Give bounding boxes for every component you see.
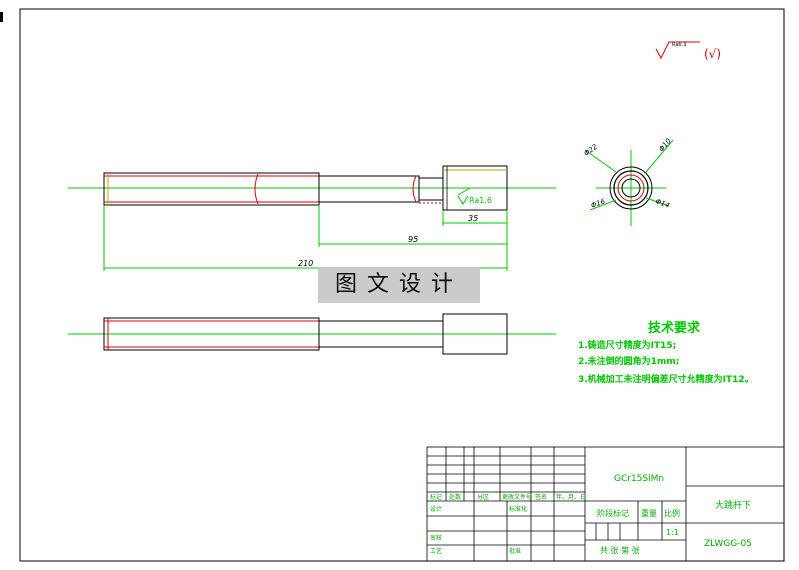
title-block [426,446,785,562]
tech-req-item-2: 2.未注倒的圆角为1mm; [578,355,679,367]
tb-scale-value: 1:1 [666,528,679,537]
title-block-labels: 标记 处数 分区 更改文件号 签名 年、月、日 设计 标准化 审核 工艺 批准 … [430,474,752,555]
roughness-default-label: (√) [704,47,721,61]
second-head [442,313,508,355]
tb-label-approve: 批准 [509,547,521,555]
tech-req-item-1: 1.铸造尺寸精度为IT15; [578,339,676,351]
tb-scale-header: 比例 [664,508,680,518]
section-label-phi-d: Φ14 [654,197,670,209]
break-line-2 [412,175,417,203]
section-outer-circle [609,166,653,210]
roughness-symbol [655,41,700,60]
tech-req-title: 技术要求 [648,320,701,336]
section-inner-circle [617,174,645,202]
shaft-neck [418,177,444,201]
dim-35-text: 35 [468,214,478,223]
section-label-phi-b: Φ10 [657,137,673,154]
frame-corner-mark [0,12,3,22]
tb-sheets: 共 张 第 张 [600,545,640,555]
section-label-phi-c: Φ16 [590,197,607,210]
section-leader-a [584,149,617,173]
section-leader-d [645,197,670,207]
tb-drawing-no: ZLWGG-05 [704,539,752,549]
tb-label-zone: 分区 [477,493,489,501]
roughness-symbol-value: Ra6.3 [672,42,686,48]
section-label-phi-a: Φ22 [583,143,600,158]
tb-label-date: 年、月、日 [556,493,586,501]
tb-material: GCr15SiMn [614,474,664,484]
shaft-middle [318,175,420,203]
title-block-frame [426,446,785,562]
tb-label-mark: 标记 [430,493,442,501]
tb-stage-header: 阶段标记 [597,508,629,518]
tb-weight-header: 重量 [641,508,657,518]
tb-label-change-doc: 更改文件号 [502,493,532,501]
tb-label-sign: 签名 [535,493,547,501]
dim-95-text: 95 [408,235,418,244]
section-view: Φ22 Φ10 Φ16 Φ14 [583,137,674,226]
break-line [254,173,259,205]
tb-label-review: 审核 [430,534,442,542]
drawing-frame [19,8,785,562]
tb-label-design: 设计 [430,505,442,513]
roughness-mark-small [457,195,469,205]
main-view: Ra1.6 35 95 210 [68,165,556,271]
section-thread-circle [613,170,649,206]
tb-label-count: 处数 [449,493,461,501]
tech-requirements: 技术要求 1.铸造尺寸精度为IT15; 2.未注倒的圆角为1mm; 3.机械加工… [578,320,754,385]
surface-finish-label: Ra1.6 [469,196,492,205]
watermark-banner: 图文设计 [318,267,480,303]
tb-label-standard: 标准化 [509,505,527,513]
section-core-circle [621,178,641,198]
tb-part-name: 大跳杆下 [715,499,751,511]
shaft-left-body [103,172,320,206]
dim-210-text: 210 [298,259,313,268]
shaft-head [442,165,508,211]
roughness-leader [457,187,471,196]
tech-req-item-3: 3.机械加工未注明偏差尺寸允精度为IT12。 [578,373,754,385]
tb-label-process: 工艺 [430,547,442,555]
section-leader-b [645,139,674,173]
second-view [68,313,556,355]
section-leader-c [589,199,617,211]
